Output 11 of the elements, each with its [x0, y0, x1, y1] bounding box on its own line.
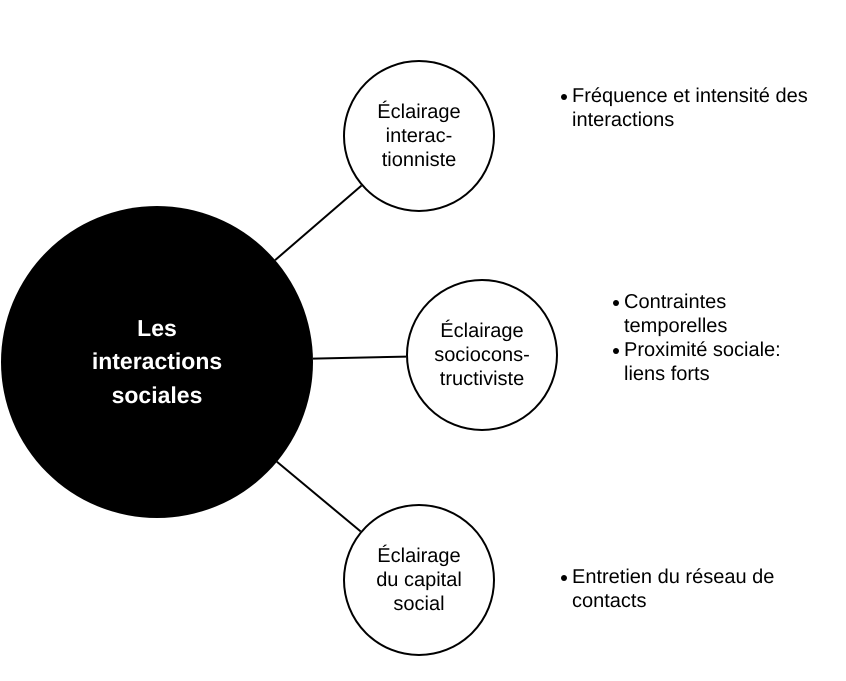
topic-title: Éclairage du capital social: [375, 544, 463, 616]
central-title: Les interactions sociales: [90, 314, 224, 410]
topic-title: Éclairage sociocons-tructiviste: [433, 319, 531, 391]
connector-line: [276, 461, 362, 532]
connector-line: [312, 356, 406, 360]
topic-title: Éclairage interac-tionniste: [376, 100, 462, 172]
bullet-item: Contraintes temporelles: [624, 291, 728, 337]
connector-line: [274, 184, 362, 261]
bullet-item: Proximité sociale: liens forts: [624, 339, 781, 385]
bullet-item: Entretien du réseau de contacts: [572, 566, 774, 612]
bullet-item: Fréquence et intensité des interactions: [572, 85, 808, 131]
